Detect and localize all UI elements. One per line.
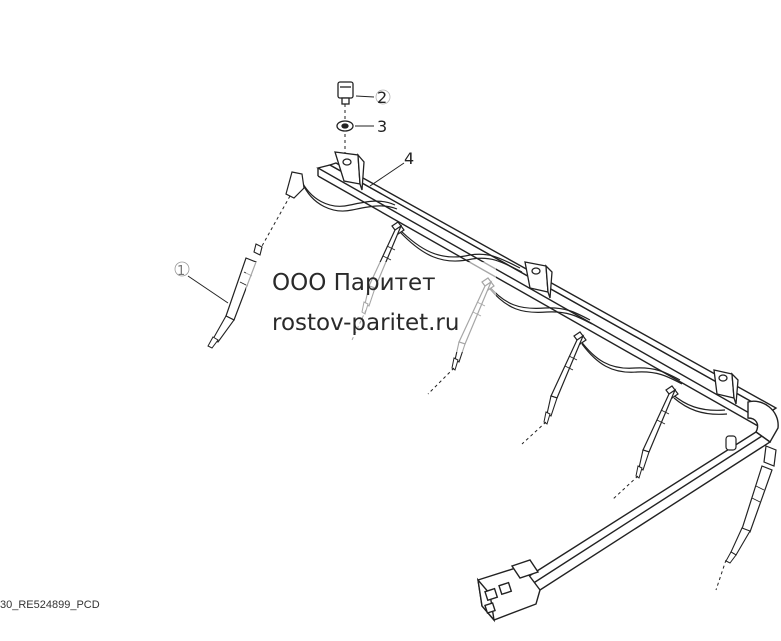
harness-connector <box>476 559 541 623</box>
callout-circle-2 <box>375 89 391 105</box>
rail-mounting-brackets <box>334 151 739 405</box>
watermark-company-name: ООО Паритет <box>272 270 436 296</box>
harness-lead-wires <box>299 177 728 415</box>
watermark-website: rostov-paritet.ru <box>272 310 460 336</box>
watermark-backdrop <box>246 262 496 352</box>
glow-plug-6 <box>715 445 777 591</box>
cap-screw-part <box>337 81 354 105</box>
callout-1: 1 <box>177 264 185 279</box>
glow-plug-5 <box>611 385 679 501</box>
figure-id-label: 30_RE524899_PCD <box>0 599 100 611</box>
glow-plug-3 <box>427 277 495 395</box>
callout-circle-1 <box>174 261 190 277</box>
washer-part <box>336 120 354 132</box>
callout-4: 4 <box>404 149 414 168</box>
leader-line-1 <box>187 275 229 304</box>
callout-3: 3 <box>377 117 387 136</box>
glow-plug-4 <box>521 331 587 445</box>
harness-stub <box>725 435 737 451</box>
callout-2: 2 <box>377 88 387 107</box>
leader-line-4 <box>369 162 405 187</box>
plug-axis-line <box>261 195 291 247</box>
leader-line-2 <box>355 95 375 98</box>
